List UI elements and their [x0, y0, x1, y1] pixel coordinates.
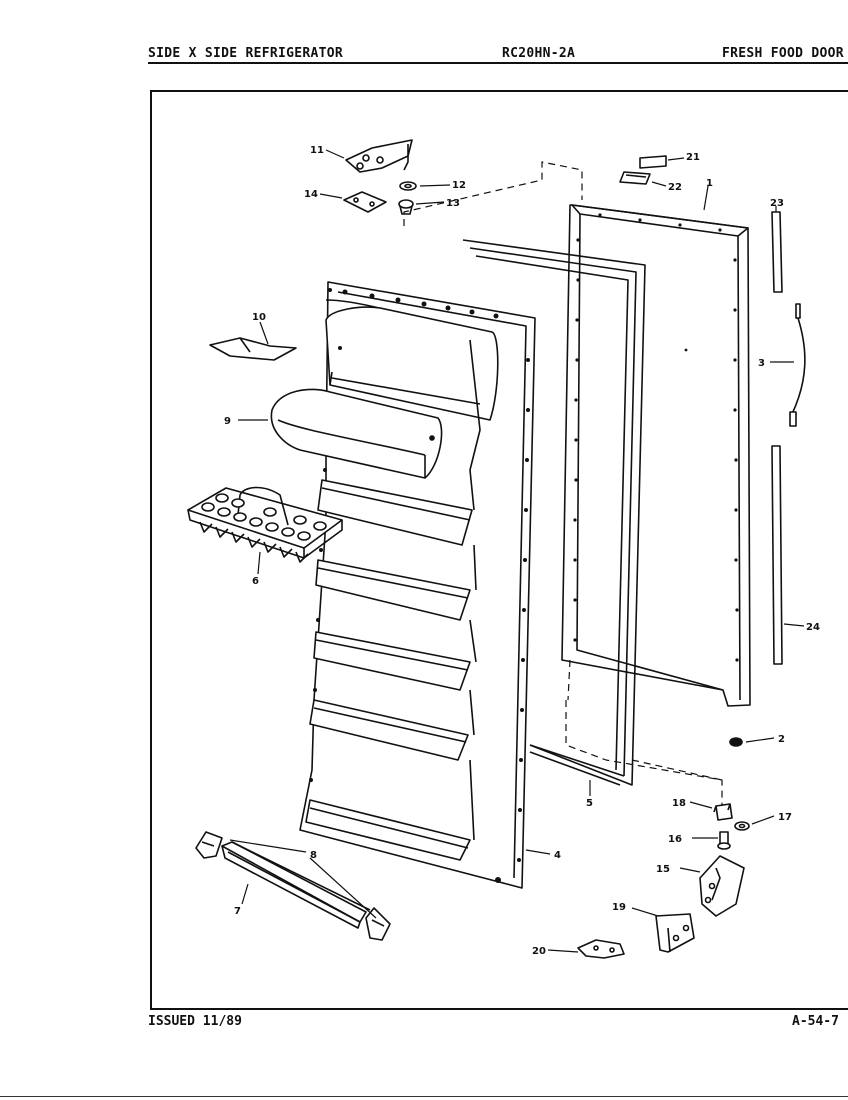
footer-page-code: A-54-7 [792, 1014, 839, 1029]
header-title: SIDE X SIDE REFRIGERATOR [148, 46, 344, 61]
hinge-pin [717, 831, 731, 850]
callout-19: 19 [612, 902, 626, 913]
door-cam [713, 803, 733, 821]
door-liner [299, 281, 536, 889]
trim-strip-upper [771, 211, 783, 293]
diagram-frame [150, 90, 848, 1010]
callout-16: 16 [668, 834, 682, 845]
callout-10: 10 [252, 312, 266, 323]
callout-6: 6 [252, 576, 259, 587]
page-bottom-rule [0, 1096, 848, 1097]
callout-24: 24 [806, 622, 820, 633]
hinge-bracket [655, 913, 695, 953]
egg-tray [187, 486, 343, 563]
callout-8: 8 [310, 850, 317, 861]
bottom-trim-bar [221, 841, 371, 929]
door-gasket [462, 239, 646, 786]
callout-20: 20 [532, 946, 546, 957]
top-hinge [345, 139, 413, 173]
callout-5: 5 [586, 798, 593, 809]
callout-1: 1 [706, 178, 713, 189]
trim-strip-lower [771, 445, 783, 665]
callout-22: 22 [668, 182, 682, 193]
header-rule [148, 62, 848, 64]
callout-9: 9 [224, 416, 231, 427]
callout-13: 13 [446, 198, 460, 209]
plug-cover [619, 171, 651, 185]
hinge-washer [399, 181, 417, 191]
hinge-shim [343, 191, 387, 213]
shelf-retainer [209, 337, 297, 361]
callout-18: 18 [672, 798, 686, 809]
mounting-plate [577, 939, 625, 959]
footer-issued: ISSUED 11/89 [148, 1014, 242, 1029]
door-outer-panel [561, 204, 751, 707]
bottom-hinge [699, 855, 745, 917]
hinge-bushing [398, 199, 414, 215]
trim-end-caps [195, 831, 391, 941]
dairy-compartment-door [270, 388, 443, 479]
callout-21: 21 [686, 152, 700, 163]
header-section: FRESH FOOD DOOR [722, 46, 844, 61]
callout-7: 7 [234, 906, 241, 917]
leader-lines [229, 149, 805, 953]
cam-washer [734, 821, 750, 831]
callout-23: 23 [770, 198, 784, 209]
callout-17: 17 [778, 812, 792, 823]
callout-12: 12 [452, 180, 466, 191]
callout-14: 14 [304, 189, 318, 200]
wire-harness [789, 303, 806, 427]
callout-3: 3 [758, 358, 765, 369]
callout-15: 15 [656, 864, 670, 875]
callout-4: 4 [554, 850, 561, 861]
assembly-lines [403, 161, 723, 806]
callout-11: 11 [310, 145, 324, 156]
hole-plug [729, 737, 743, 747]
header-model: RC20HN-2A [502, 46, 576, 61]
plug-button [639, 155, 667, 169]
callout-2: 2 [778, 734, 785, 745]
